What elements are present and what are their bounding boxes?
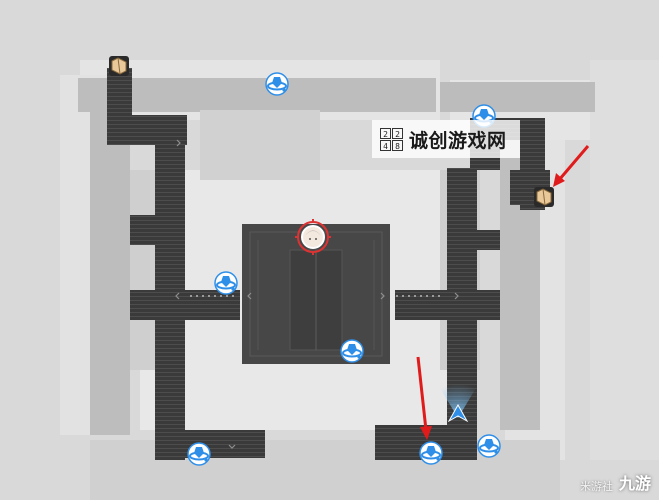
logo-cell: 8 [392, 139, 403, 151]
corner-watermark: 米游社 九游 [580, 470, 651, 494]
space-anchor-icon[interactable] [187, 442, 211, 466]
logo-cell: 2 [392, 127, 403, 139]
treasure-chest-icon[interactable] [533, 186, 555, 208]
space-anchor-icon[interactable] [340, 339, 364, 363]
player-direction-icon [440, 384, 476, 423]
brand-label: 九游 [618, 474, 651, 493]
space-anchor-icon[interactable] [419, 441, 443, 465]
path-markings [175, 139, 459, 449]
space-anchor-icon[interactable] [477, 434, 501, 458]
logo-cell: 4 [380, 139, 391, 151]
space-anchor-icon[interactable] [265, 72, 289, 96]
watermark-banner: 2 2 4 8 诚创游戏网 [372, 120, 520, 158]
central-hall [242, 224, 390, 364]
watermark-logo: 2 2 4 8 [380, 127, 403, 151]
player-avatar-icon[interactable] [295, 219, 331, 255]
red-arrow-icon [416, 356, 432, 440]
logo-cell: 2 [380, 127, 391, 139]
source-label: 米游社 [579, 480, 613, 493]
watermark-title: 诚创游戏网 [409, 129, 507, 152]
space-anchor-icon[interactable] [214, 271, 238, 295]
red-arrow-icon [553, 145, 590, 187]
treasure-chest-icon[interactable] [108, 55, 130, 77]
